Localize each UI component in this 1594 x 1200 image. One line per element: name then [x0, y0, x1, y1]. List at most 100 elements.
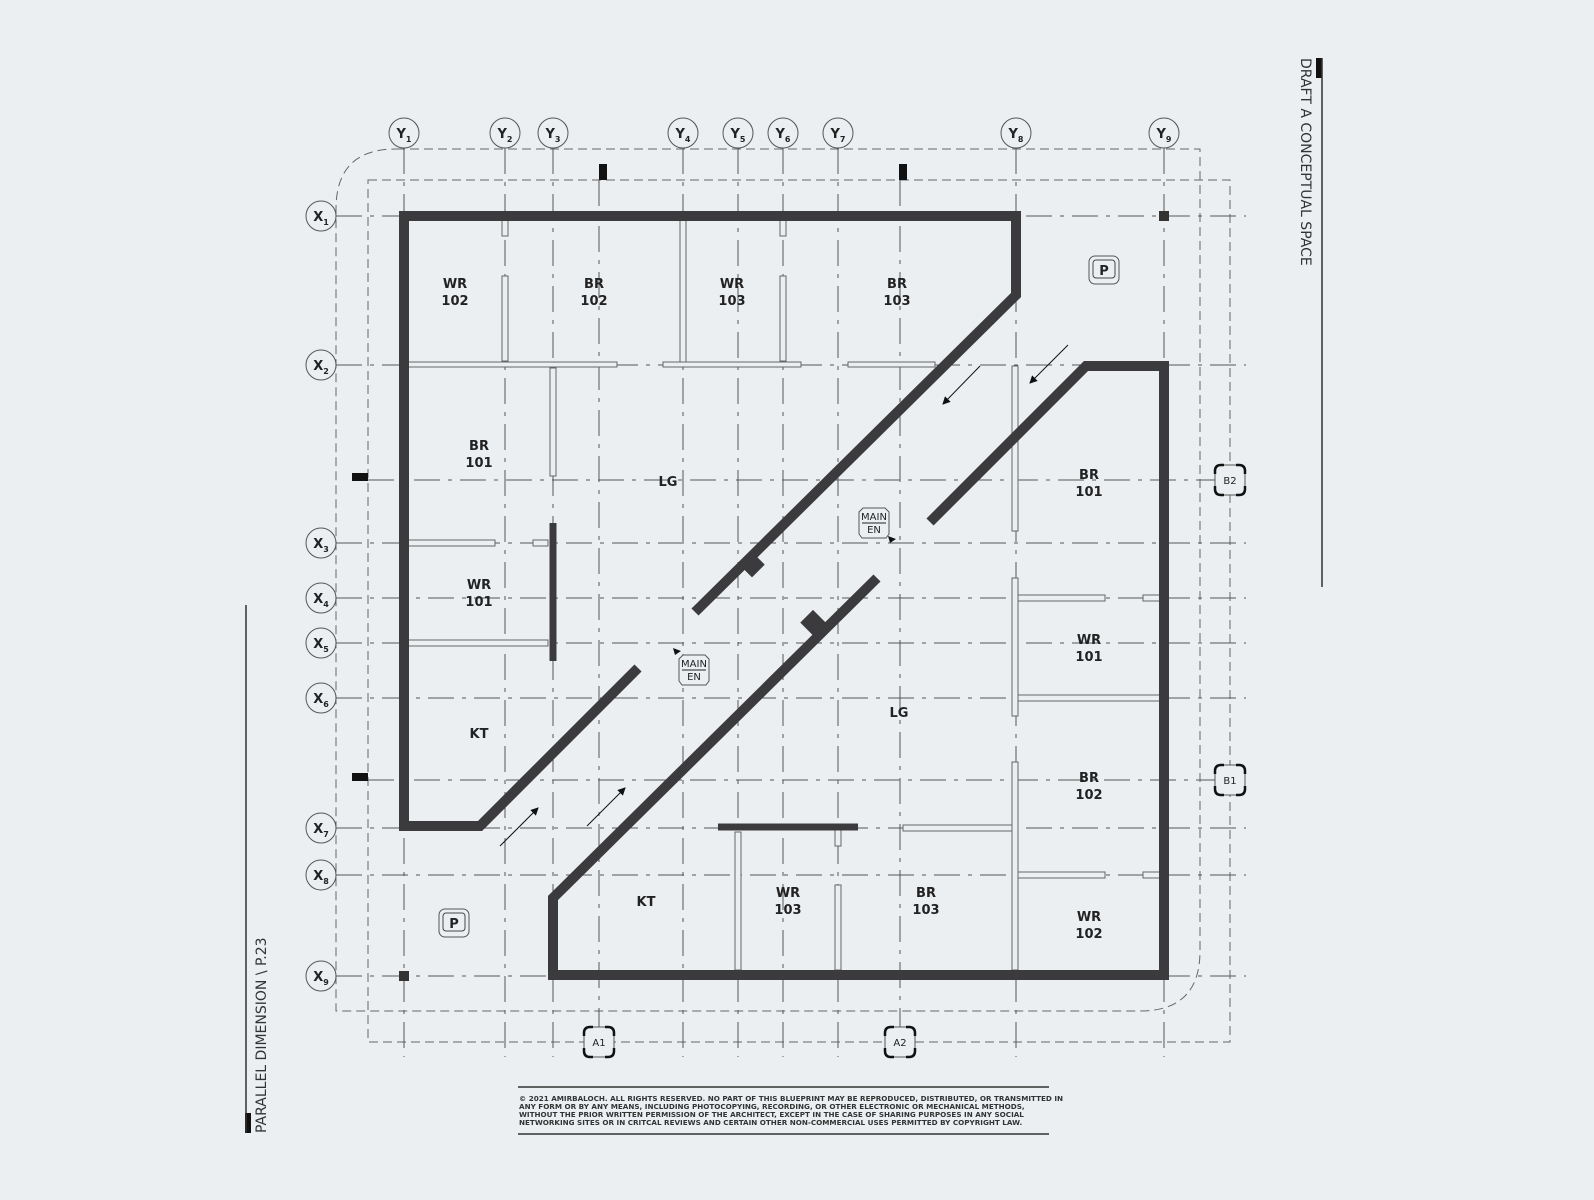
- title-bar-accent: [245, 1113, 251, 1133]
- svg-text:X9: X9: [313, 970, 329, 987]
- main-entrance-tag: MAIN EN: [673, 648, 710, 686]
- room-number: 103: [774, 903, 801, 918]
- grid-bubble-y6: Y6: [767, 117, 799, 149]
- grid-marker-a1: A1: [582, 1025, 616, 1059]
- partition-wall: [1011, 761, 1019, 971]
- column: [1159, 211, 1169, 221]
- partition-wall: [834, 829, 842, 847]
- site-boundary-inner: [367, 179, 1231, 1043]
- main-entrance-tag: MAIN EN: [858, 507, 896, 543]
- flow-arrow: [1029, 344, 1069, 384]
- partition-wall: [1011, 577, 1019, 717]
- grid-bubble-x8: X8: [305, 859, 337, 891]
- room-number: 103: [718, 294, 745, 309]
- grid-bubble-y4: Y4: [667, 117, 699, 149]
- parking-icon: P: [1088, 255, 1120, 285]
- room-label: WR: [1077, 633, 1101, 648]
- svg-text:B1: B1: [1223, 776, 1236, 787]
- room-label: BR: [916, 886, 936, 901]
- room-number: 101: [1075, 485, 1102, 500]
- partition-wall: [407, 639, 549, 647]
- room-label: BR: [469, 439, 489, 454]
- wall-building-east: [548, 361, 1169, 980]
- svg-text:Y3: Y3: [545, 127, 561, 144]
- column: [599, 164, 607, 180]
- svg-text:Y4: Y4: [675, 127, 691, 144]
- room-label: BR: [887, 277, 907, 292]
- room-number: 102: [580, 294, 607, 309]
- column: [352, 473, 368, 481]
- partition-wall: [1017, 694, 1161, 702]
- svg-text:X3: X3: [313, 537, 329, 554]
- svg-text:A2: A2: [893, 1038, 906, 1049]
- flow-arrow: [499, 807, 539, 847]
- partition-wall: [407, 361, 618, 368]
- room-label: WR: [776, 886, 800, 901]
- room-label: WR: [1077, 910, 1101, 925]
- flow-arrow: [942, 365, 981, 405]
- column: [399, 971, 409, 981]
- room-label: LG: [659, 475, 678, 490]
- room-label: WR: [467, 578, 491, 593]
- svg-text:Y6: Y6: [775, 127, 791, 144]
- svg-text:X6: X6: [313, 692, 329, 709]
- partition-wall: [847, 361, 936, 368]
- svg-text:A1: A1: [592, 1038, 605, 1049]
- partitions: [407, 219, 1161, 971]
- partition-wall: [662, 361, 802, 368]
- room-number: 102: [1075, 927, 1102, 942]
- grid-bubble-x7: X7: [305, 812, 337, 844]
- svg-text:Y1: Y1: [396, 127, 412, 144]
- wall-stub: [739, 551, 765, 578]
- svg-text:Y5: Y5: [730, 127, 746, 144]
- partition-wall: [1011, 365, 1019, 532]
- grid-bubble-x1: X1: [305, 200, 337, 232]
- copyright-line: ANY FORM OR BY ANY MEANS, INCLUDING PHOT…: [519, 1102, 1025, 1111]
- svg-text:X2: X2: [313, 359, 329, 376]
- column: [352, 773, 368, 781]
- svg-text:EN: EN: [867, 525, 881, 536]
- room-label: WR: [443, 277, 467, 292]
- svg-text:P: P: [1099, 264, 1109, 279]
- room-number: 102: [441, 294, 468, 309]
- partition-wall: [501, 219, 509, 237]
- copyright-line: WITHOUT THE PRIOR WRITTEN PERMISSION OF …: [519, 1110, 1024, 1119]
- svg-text:B2: B2: [1223, 476, 1236, 487]
- column: [899, 164, 907, 180]
- partition-wall: [532, 539, 549, 547]
- side-title-left: PARALLEL DIMENSION \ P.23: [254, 937, 270, 1133]
- grid-bubble-y8: Y8: [1000, 117, 1032, 149]
- grid-bubble-x3: X3: [305, 527, 337, 559]
- svg-text:Y2: Y2: [497, 127, 513, 144]
- title-bar-accent: [1316, 58, 1322, 78]
- grid-bubble-y9: Y9: [1148, 117, 1180, 149]
- svg-text:Y9: Y9: [1156, 127, 1172, 144]
- svg-text:P: P: [449, 917, 459, 932]
- grid-bubble-x9: X9: [305, 960, 337, 992]
- grid-marker-b1: B1: [1213, 763, 1247, 797]
- wall-stub: [800, 609, 826, 636]
- grid-marker-a2: A2: [883, 1025, 917, 1059]
- partition-wall: [902, 824, 1013, 832]
- room-label: BR: [1079, 771, 1099, 786]
- partition-wall: [1142, 871, 1161, 879]
- copyright-line: NETWORKING SITES OR IN CRITCAL REVIEWS A…: [519, 1118, 1022, 1127]
- grid-bubble-x6: X6: [305, 682, 337, 714]
- partition-wall: [1142, 594, 1161, 602]
- room-number: 103: [883, 294, 910, 309]
- svg-text:X4: X4: [313, 592, 329, 609]
- parking-icon: P: [438, 908, 470, 938]
- room-label: KT: [470, 727, 489, 742]
- copyright-line: © 2021 AMIRBALOCH. ALL RIGHTS RESERVED. …: [519, 1094, 1063, 1103]
- site-boundary-outer: [335, 148, 1201, 1012]
- svg-text:MAIN: MAIN: [681, 659, 707, 670]
- partition-wall: [1017, 871, 1106, 879]
- partition-wall: [407, 539, 496, 547]
- room-label: KT: [637, 895, 656, 910]
- partition-wall: [779, 219, 787, 237]
- partition-wall: [834, 884, 842, 971]
- room-label: WR: [720, 277, 744, 292]
